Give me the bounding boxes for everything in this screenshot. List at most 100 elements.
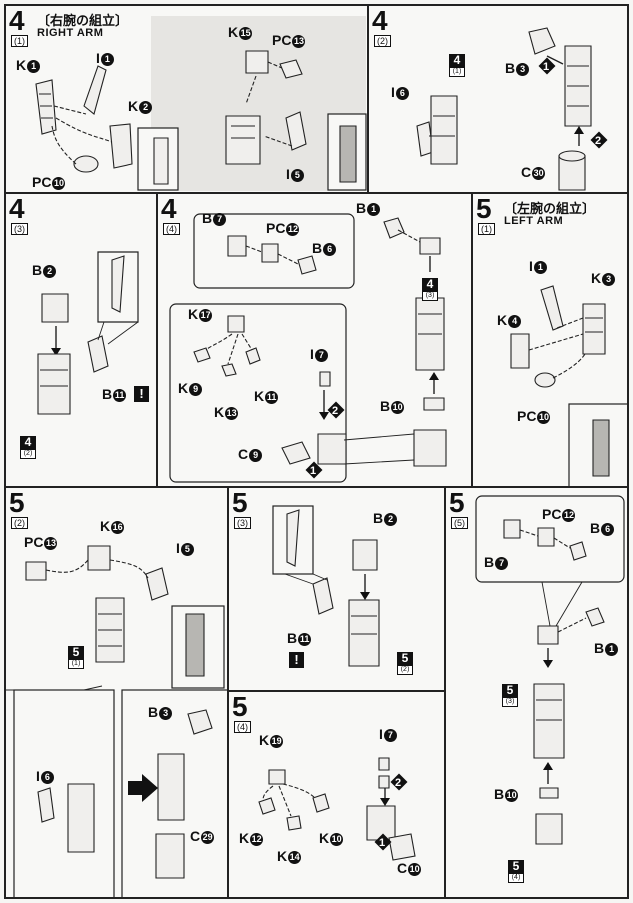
step-substep: (5): [451, 517, 468, 529]
step-4-3-illustration: [37, 251, 139, 415]
step-number: 4: [161, 193, 177, 224]
warning-icon: !: [289, 652, 304, 668]
step-substep: (2): [374, 35, 391, 47]
step-4-1-illustration: [35, 16, 367, 191]
step-number: 4: [9, 193, 25, 224]
step-number: 5: [9, 487, 25, 518]
callout-1: 1: [310, 465, 316, 477]
step-reference-2: 5(4): [508, 860, 524, 883]
step-number: 5: [232, 691, 248, 722]
warning-icon: !: [134, 386, 149, 402]
step-number: 5: [232, 487, 248, 518]
step-substep: (2): [11, 517, 28, 529]
step-substep: (3): [234, 517, 251, 529]
step-5-4-illustration: 2 1: [258, 757, 416, 861]
step-5-1-illustration: [510, 285, 627, 486]
step-reference: 5(1): [68, 646, 84, 669]
section-title-jp: 〔右腕の組立〕: [37, 13, 129, 28]
section-title-jp: 〔左腕の組立〕: [504, 201, 596, 216]
step-reference: 5(3): [502, 684, 518, 707]
step-reference: 4(2): [20, 436, 36, 459]
step-number: 5: [449, 487, 465, 518]
step-reference: 4(1): [449, 54, 465, 77]
step-4-4-illustration: 2 1: [169, 213, 447, 483]
step-number: 4: [372, 5, 388, 36]
step-5-3-illustration: [272, 505, 380, 667]
callout-1: 1: [379, 837, 385, 849]
step-substep: (3): [11, 223, 28, 235]
callout-2: 2: [395, 777, 401, 789]
step-substep: (1): [11, 35, 28, 47]
section-title-en: LEFT ARM: [504, 215, 564, 227]
callout-2: 2: [332, 405, 338, 417]
step-5-5-illustration: [475, 495, 625, 845]
step-reference: 4(3): [422, 278, 438, 301]
step-4-2-illustration: 1 2: [416, 27, 608, 191]
callout-2: 2: [595, 135, 601, 147]
step-substep: (4): [234, 721, 251, 733]
section-title-en: RIGHT ARM: [37, 27, 104, 39]
step-number: 5: [476, 193, 492, 224]
step-substep: (4): [163, 223, 180, 235]
callout-1: 1: [543, 61, 549, 73]
flow-arrow-icon: [128, 774, 158, 802]
step-reference: 5(2): [397, 652, 413, 675]
